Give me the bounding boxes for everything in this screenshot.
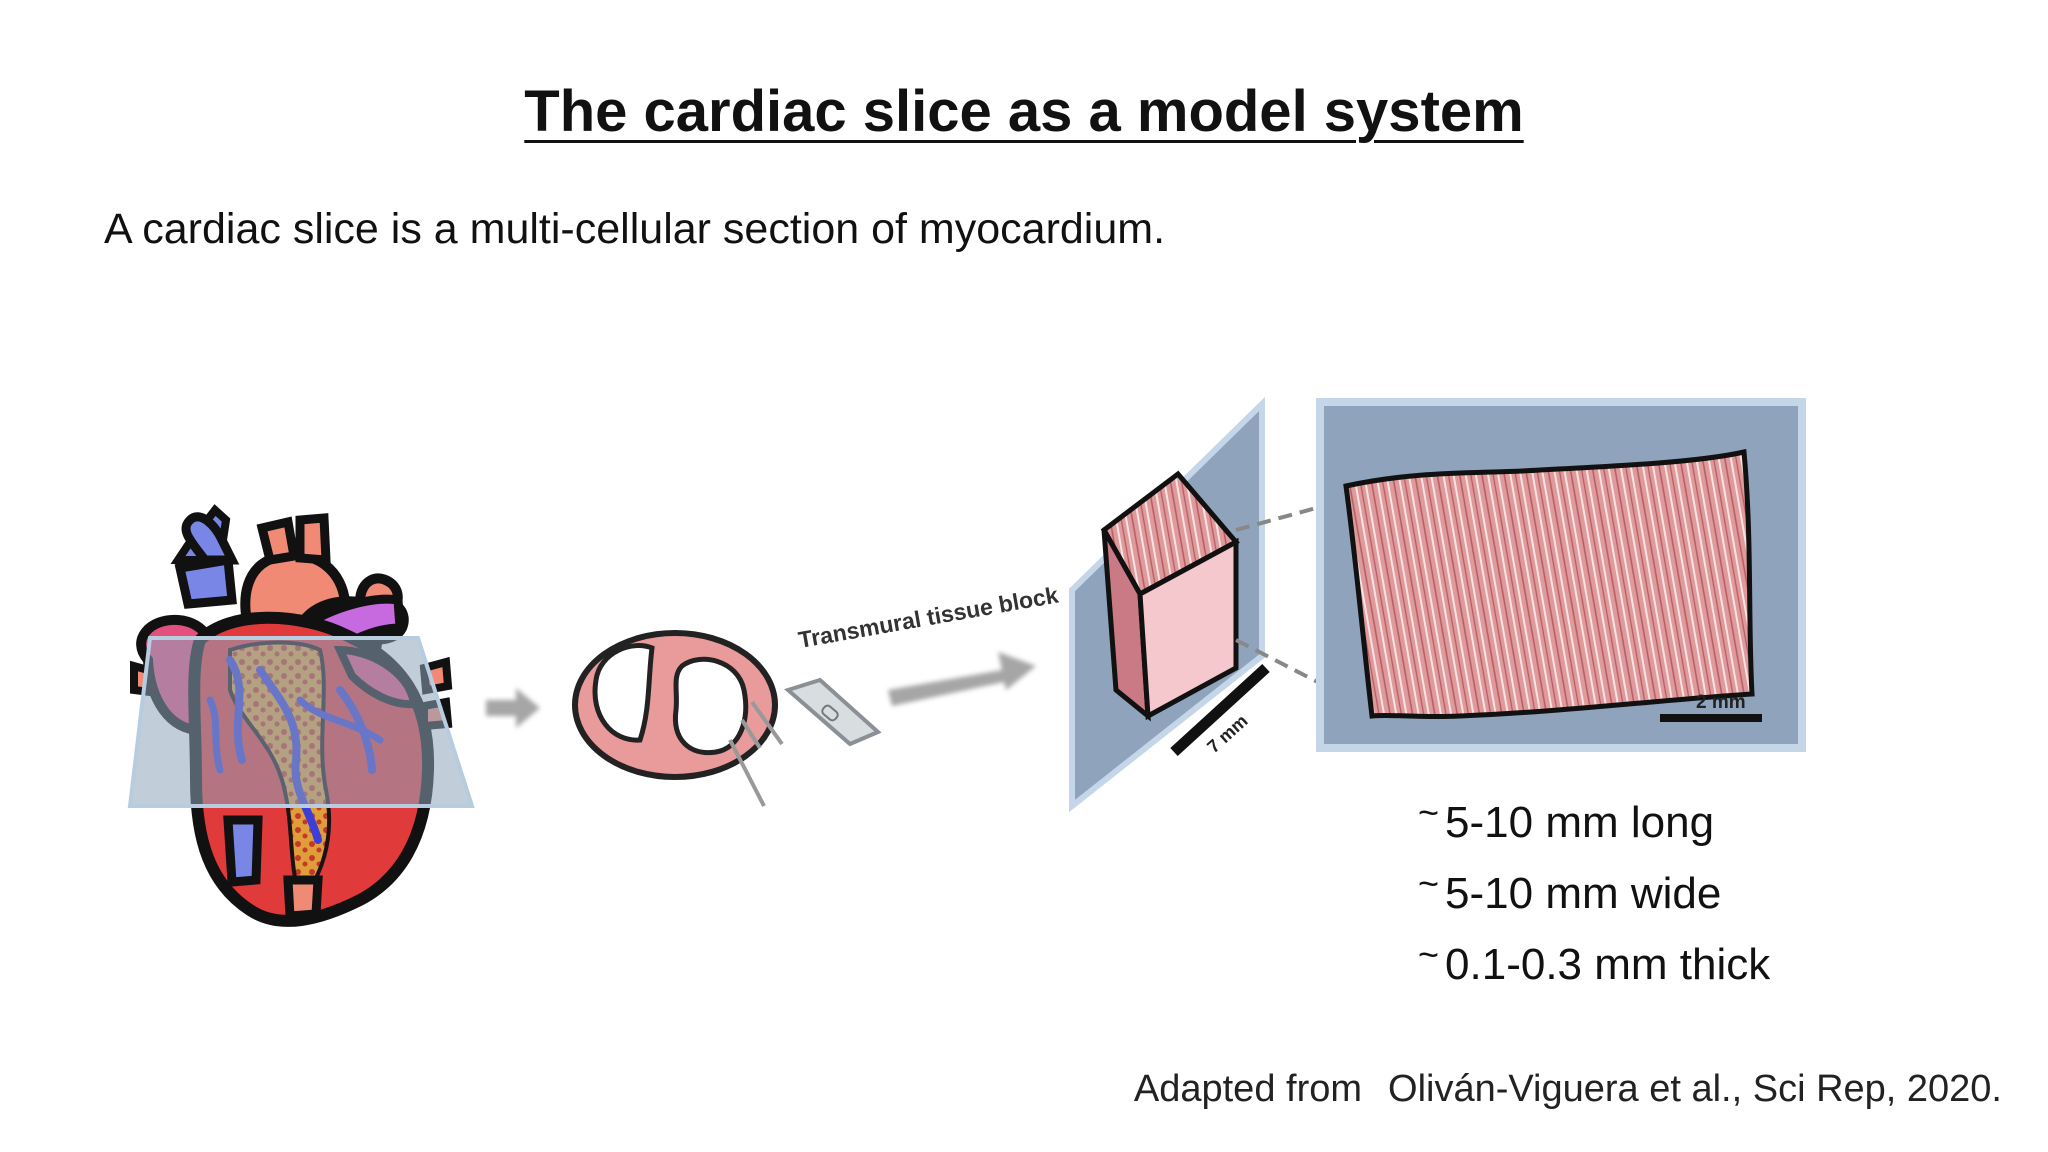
credit-prefix: Adapted from — [1133, 1068, 1363, 1110]
dimension-length-text: 5-10 mm long — [1445, 798, 1715, 847]
magnified-slice-panel: 2 mm — [1316, 398, 1806, 752]
razor-blade-icon — [783, 677, 882, 747]
slice-dimensions: ~5-10 mm long ~5-10 mm wide ~0.1-0.3 mm … — [1418, 782, 1770, 995]
block-scale-bar — [1170, 663, 1270, 757]
pulmonary-vein-left — [174, 554, 237, 609]
aortic-branch-1 — [256, 516, 300, 566]
ventricle-cross-section — [572, 630, 784, 807]
cut-line-2 — [750, 700, 784, 746]
dimension-width-text: 5-10 mm wide — [1445, 869, 1722, 918]
aortic-branch-2 — [295, 513, 331, 565]
inferior-vena-cava — [223, 815, 263, 887]
dimension-width: ~5-10 mm wide — [1418, 853, 1770, 924]
heart-illustration — [127, 504, 475, 927]
credit-source: Oliván-Viguera et al., Sci Rep, 2020. — [1388, 1068, 2002, 1110]
tissue-block-illustration: 7 mm — [1069, 396, 1373, 813]
cut-line-3 — [728, 739, 766, 807]
dimension-length: ~5-10 mm long — [1418, 782, 1770, 853]
tilde-symbol: ~ — [1418, 863, 1440, 904]
inferior-artery — [283, 875, 323, 921]
superior-vessel-blue — [181, 512, 240, 565]
tilde-symbol: ~ — [1418, 934, 1440, 975]
magnified-tissue — [1343, 448, 1755, 720]
dimension-thickness: ~0.1-0.3 mm thick — [1418, 924, 1770, 995]
slide-title: The cardiac slice as a model system — [524, 79, 1524, 144]
dimension-thickness-text: 0.1-0.3 mm thick — [1445, 940, 1771, 989]
arrow-icon-2 — [888, 652, 1036, 706]
zoom-line-bottom — [1235, 638, 1373, 712]
cut-line-1 — [740, 718, 762, 750]
source-credit: Adapted from Oliván-Viguera et al., Sci R… — [1134, 1068, 2002, 1111]
slide-subtitle: A cardiac slice is a multi-cellular sect… — [104, 205, 1166, 253]
right-ventricle-cavity — [592, 643, 655, 743]
slice-scale-label: 2 mm — [1696, 692, 1746, 713]
slicing-plane-heart — [127, 636, 475, 808]
left-ventricle-cavity — [672, 656, 749, 756]
tilde-symbol: ~ — [1418, 792, 1440, 833]
transmural-tissue-block-label: Transmural tissue block — [796, 582, 1060, 653]
arrow-icon-1 — [486, 688, 540, 728]
block-front-face — [1137, 537, 1239, 721]
